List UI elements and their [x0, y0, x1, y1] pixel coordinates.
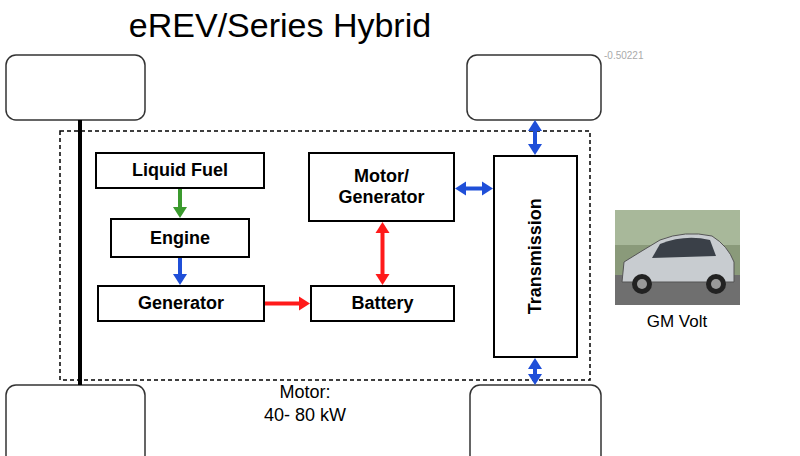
- spec-label: 40- 80 kW: [264, 405, 346, 426]
- process-box: Motor/ Generator: [308, 152, 455, 222]
- wheel: [467, 55, 601, 120]
- box-label: Transmission: [525, 198, 546, 314]
- axle: [78, 120, 82, 385]
- diagram-title: eREV/Series Hybrid: [129, 6, 431, 45]
- process-box: Liquid Fuel: [95, 152, 265, 189]
- wheel: [6, 55, 145, 120]
- powertrain-boundary: [60, 131, 590, 380]
- flow-arrow: [376, 222, 390, 285]
- process-box: Generator: [97, 285, 265, 322]
- flow-arrow: [455, 182, 493, 196]
- box-label: Liquid Fuel: [132, 160, 228, 181]
- flow-arrow: [265, 297, 310, 311]
- process-box: Engine: [110, 218, 250, 258]
- box-label: Battery: [351, 293, 413, 314]
- box-label: Generator: [138, 293, 224, 314]
- flow-arrow: [173, 258, 187, 285]
- car-photo: [615, 210, 740, 305]
- spec-label: Motor:: [279, 382, 330, 403]
- watermark: -0.50221: [604, 50, 643, 61]
- transmission-box: Transmission: [493, 155, 578, 358]
- box-label: Motor/ Generator: [327, 166, 437, 207]
- wheel: [6, 385, 145, 456]
- process-box: Battery: [310, 285, 455, 322]
- wheel: [470, 385, 601, 456]
- flow-arrow: [173, 189, 187, 218]
- photo-caption: GM Volt: [647, 312, 707, 332]
- box-label: Engine: [150, 228, 210, 249]
